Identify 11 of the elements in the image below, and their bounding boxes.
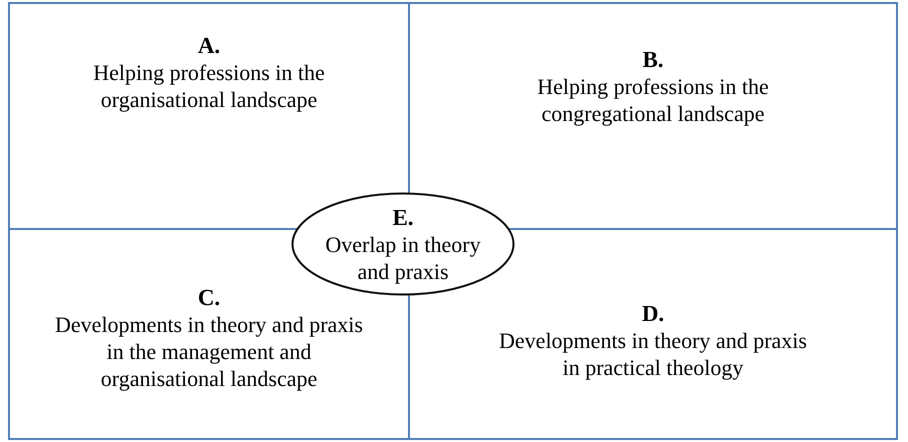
overlap-ellipse bbox=[291, 192, 515, 296]
section-letter: C. bbox=[198, 284, 220, 311]
section-letter: B. bbox=[642, 46, 664, 73]
section-text: Overlap in theory and praxis bbox=[324, 230, 482, 284]
section-letter: E. bbox=[392, 204, 414, 230]
section-text: Helping professions in the organisational landscape bbox=[92, 59, 326, 113]
section-letter: A. bbox=[198, 32, 220, 59]
section-text: Developments in theory and praxis in practical theology bbox=[498, 327, 808, 381]
section-text: Developments in theory and praxis in the management and organisational landscape bbox=[54, 311, 364, 392]
section-text: Helping professions in the congregational landscape bbox=[536, 73, 770, 127]
section-letter: D. bbox=[642, 300, 664, 327]
